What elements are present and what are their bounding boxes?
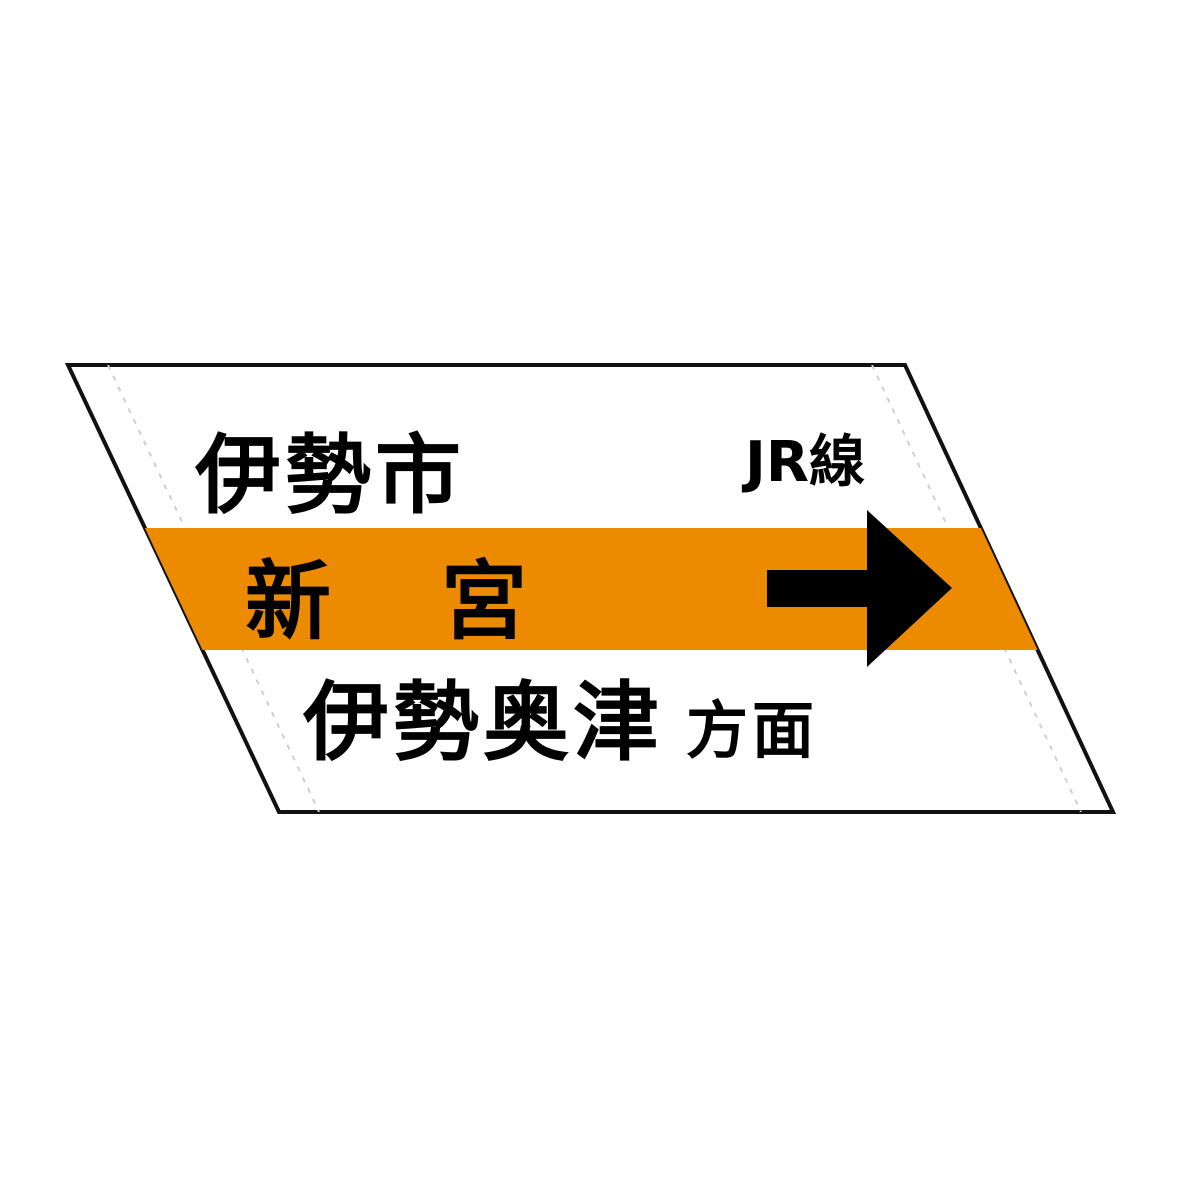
destination-label: 伊勢奥津 [302,673,663,773]
line-badge-label: JR線 [741,430,865,495]
previous-station-label: 伊勢市 [194,426,465,526]
current-station-label: 新宮 [245,552,637,652]
destination-suffix-label: 方面 [686,694,818,767]
arrow-right-icon [767,510,952,667]
guide-lines [107,365,1082,812]
